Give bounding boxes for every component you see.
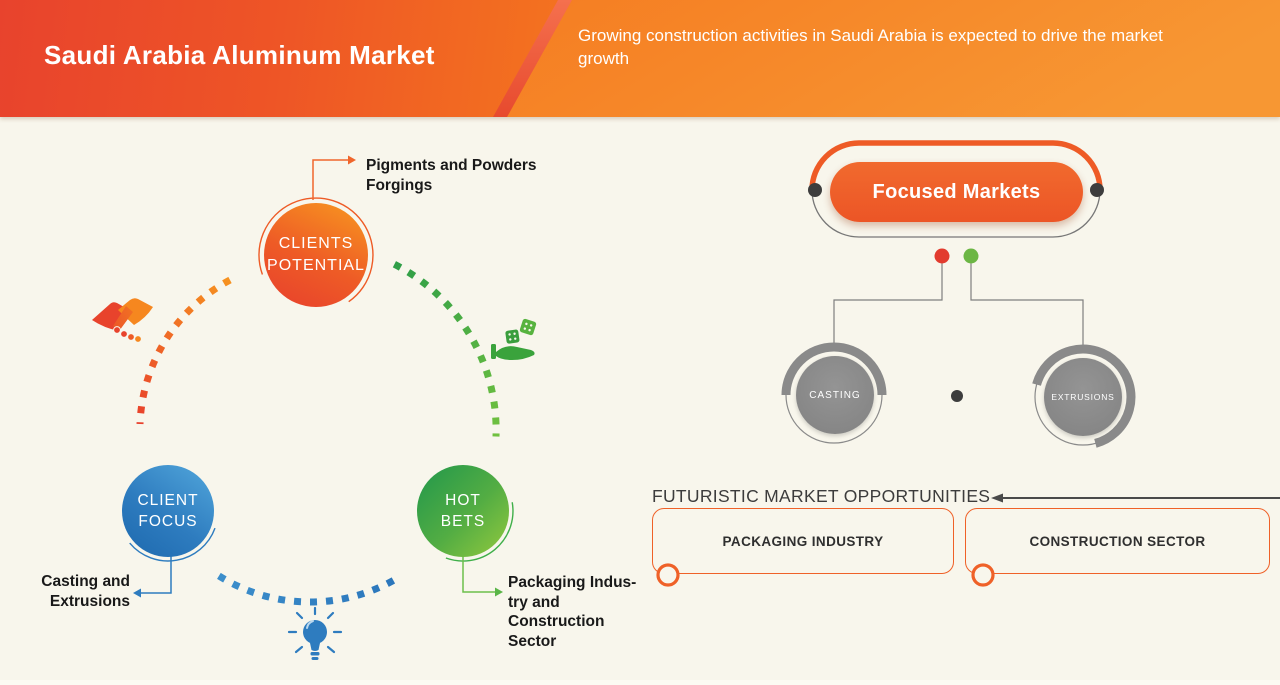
green-legend-dot <box>963 248 979 264</box>
callout-arrow-blue <box>133 556 172 598</box>
node-casting-label: CASTING <box>809 389 861 401</box>
node-hot-bets: HOT BETS <box>417 465 509 557</box>
callout-line: Pigments and Powders <box>366 157 537 174</box>
dice-hand-icon <box>491 318 537 360</box>
callout-line: Construction <box>508 613 605 630</box>
node-label-line: BETS <box>440 513 486 530</box>
callout-line: Packaging Indus- <box>508 574 637 591</box>
page-subtitle: Growing construction activities in Saudi… <box>578 26 1163 68</box>
callout-line: Extrusions <box>49 593 130 610</box>
node-extrusions: EXTRUSIONS <box>1044 358 1122 436</box>
callout-line: try and <box>508 593 560 611</box>
callout-hot-bets: Packaging Indus- try and Construction Se… <box>508 573 648 651</box>
branch-connectors <box>833 248 1084 349</box>
opportunities-heading: FUTURISTIC MARKET OPPORTUNITIES <box>652 486 991 506</box>
center-dot <box>951 390 963 402</box>
footer-strip <box>0 680 1280 685</box>
dotted-arc-green <box>392 261 500 437</box>
node-extrusions-label: EXTRUSIONS <box>1051 392 1115 402</box>
callout-line: Forgings <box>366 177 433 194</box>
opportunity-box-label: PACKAGING INDUSTRY <box>722 533 884 549</box>
node-label-line: CLIENT <box>137 492 199 509</box>
stadium-left-dot <box>808 183 822 197</box>
focused-markets-title: Focused Markets <box>872 180 1041 203</box>
callout-line: Casting and <box>41 573 130 590</box>
opportunities-arrow <box>991 493 1280 503</box>
header-banner: Saudi Arabia Aluminum Market Growing con… <box>0 0 1280 117</box>
header-diagonal-stripe <box>493 0 572 117</box>
page-title: Saudi Arabia Aluminum Market <box>44 40 435 70</box>
dotted-arc-blue <box>217 572 398 606</box>
handshake-icon <box>92 298 153 343</box>
lightbulb-icon <box>287 606 343 660</box>
callout-clients-potential: Pigments and Powders Forgings <box>366 156 576 196</box>
callout-line: Sector <box>508 632 557 650</box>
stadium-right-dot <box>1090 183 1104 197</box>
node-client-focus: CLIENT FOCUS <box>122 465 214 557</box>
node-casting: CASTING <box>796 356 874 434</box>
node-label-line: HOT <box>445 492 481 509</box>
callout-arrow-orange <box>312 155 356 200</box>
red-legend-dot <box>934 248 950 264</box>
header-decoration <box>493 0 1280 117</box>
header-right-panel <box>507 0 1280 117</box>
dotted-arc-orange <box>136 276 232 425</box>
node-label-line: POTENTIAL <box>267 257 365 274</box>
opportunity-box-label: CONSTRUCTION SECTOR <box>1029 533 1206 549</box>
opportunity-box-packaging: PACKAGING INDUSTRY <box>652 508 954 574</box>
node-label-line: CLIENTS <box>278 235 354 252</box>
node-label-line: FOCUS <box>138 513 198 530</box>
opportunity-box-construction: CONSTRUCTION SECTOR <box>965 508 1270 574</box>
focused-markets-pill: Focused Markets <box>830 162 1083 222</box>
callout-arrow-green <box>462 556 503 597</box>
callout-client-focus: Casting and Extrusions <box>14 572 130 612</box>
node-clients-potential: CLIENTS POTENTIAL <box>264 203 368 307</box>
